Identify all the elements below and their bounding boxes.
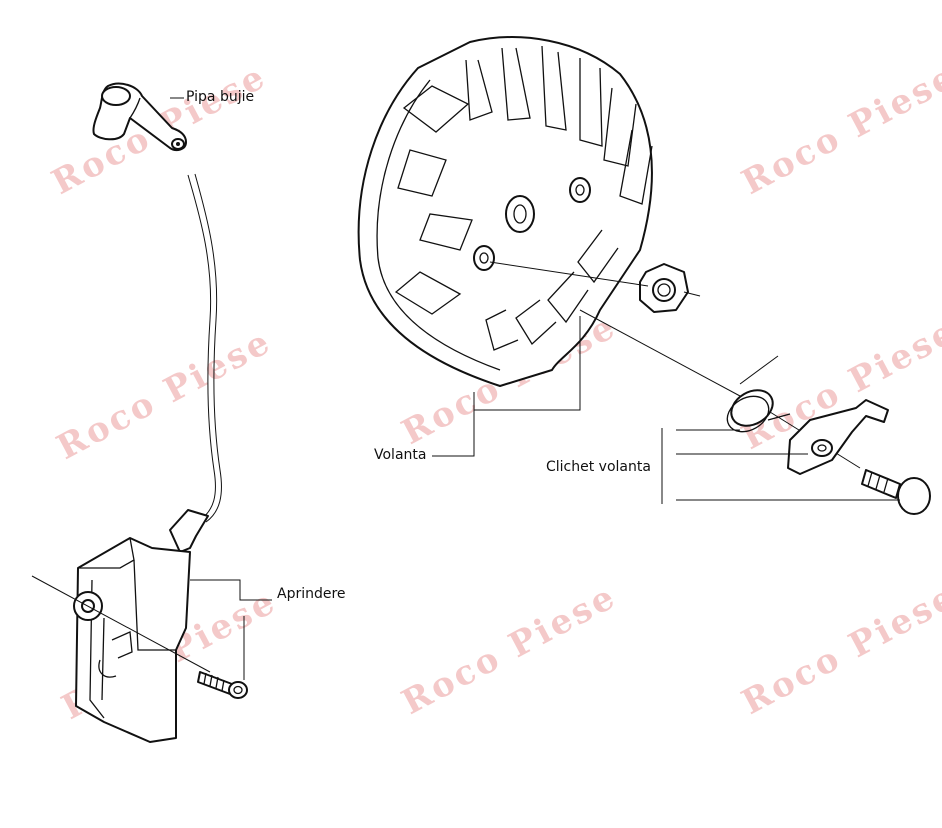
watermark: Roco Piese [50,321,278,468]
flywheel-drawing [357,36,653,387]
screw-drawing [197,671,248,699]
ratchet-spring-drawing [726,355,791,433]
watermark: Roco Piese [735,576,942,723]
label-spark-cap: Pipa bujie [186,89,255,105]
watermark: Roco Piese [735,56,942,203]
ratchet-pin-drawing [861,469,931,515]
flywheel-nut-drawing [639,263,689,313]
spark-plug-cap-drawing [92,82,187,151]
watermark: Roco Piese [395,576,623,723]
label-ratchet: Clichet volanta [546,459,651,475]
ratchet-pawl-drawing [787,399,889,475]
ignition-module-drawing [31,509,211,743]
leader-lines [170,97,900,680]
ht-lead [187,173,222,523]
label-ignition: Aprindere [277,586,346,602]
label-flywheel: Volanta [374,447,427,463]
